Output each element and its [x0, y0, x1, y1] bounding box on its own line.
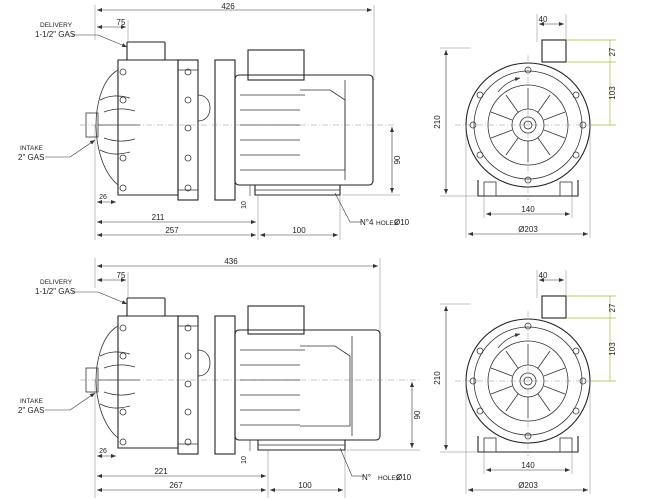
delivery-offset-label: 75 — [117, 271, 126, 280]
holes-prefix: N°4 — [360, 218, 374, 227]
overall-length-label: 426 — [221, 2, 235, 11]
front-dim-40-label: 40 — [539, 15, 548, 24]
top-front-view: 40 27 103 — [433, 14, 617, 238]
overall-length-label: 436 — [224, 257, 238, 266]
dim-257-label: 257 — [165, 226, 179, 235]
front-dim-103-label: 103 — [608, 86, 617, 100]
top-side-view: 426 75 DELIVERY 1-1/2" GAS INTAKE 2" GAS — [18, 2, 410, 240]
bottom-side-view: 436 75 DELIVERY 1-1/2" GAS INTAKE 2" GAS — [18, 257, 422, 498]
delivery-label: DELIVERY — [40, 22, 73, 29]
delivery-label: DELIVERY — [40, 279, 73, 286]
dim-90-label: 90 — [413, 410, 422, 419]
bottom-front-view: 40 27 103 — [433, 270, 617, 494]
delivery-size: 1-1/2" GAS — [35, 30, 75, 39]
holes-word: HOLES — [378, 475, 401, 482]
intake-label: INTAKE — [20, 145, 44, 152]
dim-10-label: 10 — [241, 201, 248, 209]
dim-100-label: 100 — [292, 226, 306, 235]
dim-90-label: 90 — [393, 155, 402, 164]
front-dim-140-label: 140 — [521, 205, 535, 214]
holes-dia: Ø10 — [394, 218, 410, 227]
holes-dia: Ø10 — [396, 473, 412, 482]
dim-267-label: 267 — [169, 481, 183, 490]
front-dim-40-label: 40 — [539, 271, 548, 280]
pump-body — [85, 297, 236, 455]
motor — [234, 305, 381, 451]
intake-size: 2" GAS — [18, 406, 44, 415]
motor — [234, 49, 374, 196]
front-dim-140-label: 140 — [521, 461, 535, 470]
dim-10-label: 10 — [241, 456, 248, 464]
pump-body — [85, 41, 236, 201]
front-dim-27-label: 27 — [608, 303, 617, 312]
dim-211-label: 211 — [152, 213, 165, 222]
front-dim-103-label: 103 — [608, 342, 617, 356]
front-dim-203-label: Ø203 — [518, 225, 538, 234]
front-dim-210-label: 210 — [433, 115, 442, 129]
dim-26-label: 26 — [99, 194, 107, 201]
front-dim-203-label: Ø203 — [518, 481, 538, 490]
intake-label: INTAKE — [20, 398, 44, 405]
dim-26-label: 26 — [99, 448, 107, 455]
dim-221-label: 221 — [154, 467, 168, 476]
delivery-offset-label: 75 — [117, 18, 126, 27]
holes-word: HOLES — [376, 220, 399, 227]
front-dim-27-label: 27 — [608, 47, 617, 56]
holes-prefix: N° — [362, 473, 371, 482]
intake-size: 2" GAS — [18, 153, 44, 162]
delivery-size: 1-1/2" GAS — [35, 287, 75, 296]
front-dim-210-label: 210 — [433, 371, 442, 385]
dim-100-label: 100 — [298, 481, 312, 490]
